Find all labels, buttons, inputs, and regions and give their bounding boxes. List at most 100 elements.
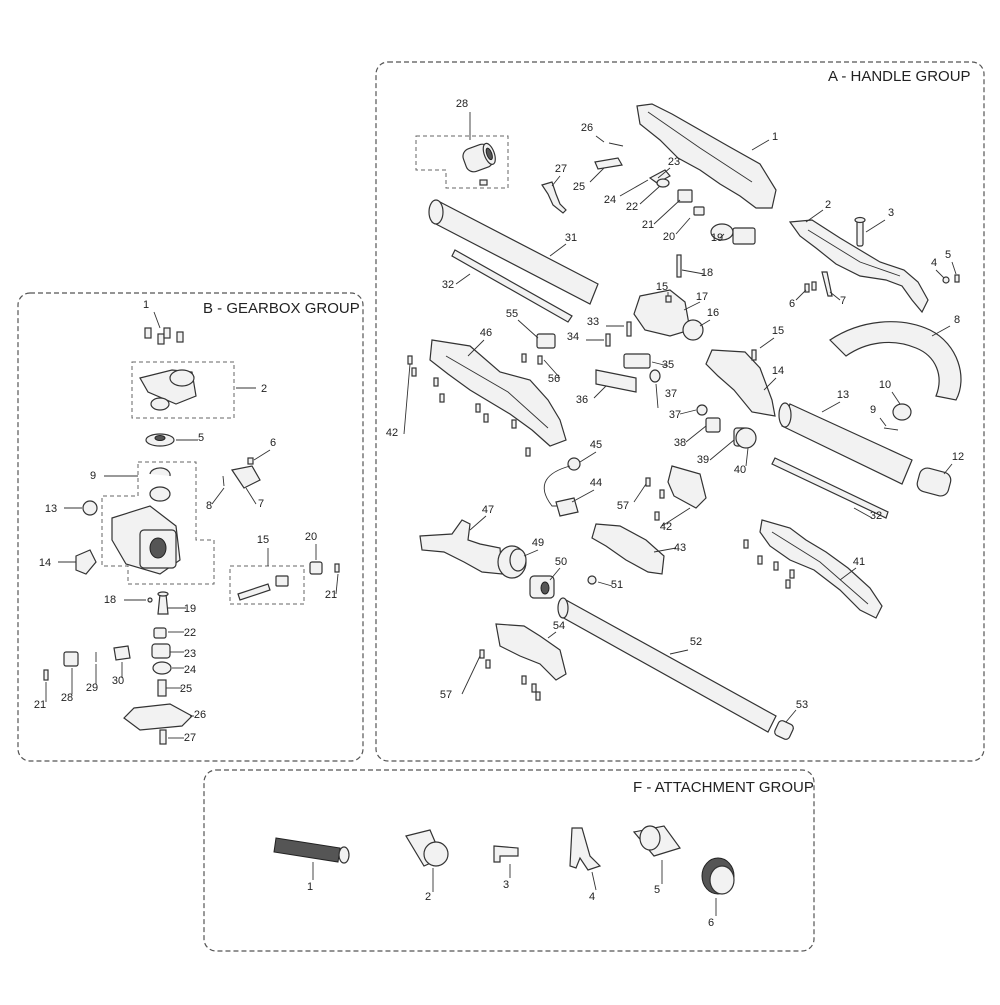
- gearbox-callout-o-ring-part: 13: [45, 503, 57, 515]
- handle-callout-leader: [935, 269, 945, 279]
- attachment-group-box: [203, 769, 815, 952]
- handle-callout-tube-part: 31: [565, 232, 577, 244]
- handle-callout-leader: [657, 167, 671, 179]
- attachment-callout-sleeve-part: 2: [425, 891, 431, 903]
- handle-callout-screw-part: 42: [386, 427, 398, 439]
- gearbox-callout-screw-part: 21: [34, 699, 46, 711]
- gearbox-callout-pin-part: 29: [86, 682, 98, 694]
- gearbox-callout-screw-part: 6: [270, 437, 276, 449]
- handle-callout-washer-part: 4: [931, 257, 937, 269]
- handle-callout-leader: [853, 507, 873, 519]
- handle-callout-wire-part: 27: [555, 163, 567, 175]
- handle-group-box: [375, 61, 985, 762]
- gearbox-callout-block-part: 20: [305, 531, 317, 543]
- handle-callout-end-cap-part: 12: [952, 451, 964, 463]
- handle-callout-leader: [675, 217, 691, 235]
- handle-callout-leader: [517, 319, 539, 339]
- handle-callout-clamp-part: 10: [879, 379, 891, 391]
- handle-callout-leader: [805, 209, 824, 223]
- handle-callout-leader: [461, 655, 481, 695]
- handle-callout-leader: [759, 337, 775, 349]
- handle-callout-shaft-part: 32: [442, 279, 454, 291]
- handle-callout-leader: [679, 409, 697, 415]
- handle-callout-housing-half-part: 47: [482, 504, 494, 516]
- gearbox-callout-leader: [335, 573, 339, 595]
- handle-callout-block-part: 20: [663, 231, 675, 243]
- handle-callout-leader: [891, 391, 901, 405]
- handle-callout-leader: [639, 185, 661, 205]
- handle-callout-housing-part: 49: [532, 537, 544, 549]
- handle-callout-leader: [709, 439, 735, 461]
- handle-callout-pin-part: 34: [567, 331, 579, 343]
- handle-callout-housing-half-part: 55: [506, 308, 518, 320]
- handle-callout-plate-part: 36: [576, 394, 588, 406]
- handle-callout-spring-part: 23: [668, 156, 680, 168]
- attachment-callout-screwdriver-part: 4: [589, 891, 595, 903]
- gearbox-group-title: B - GEARBOX GROUP: [203, 300, 360, 317]
- gearbox-callout-bushing-part: 23: [184, 648, 196, 660]
- handle-callout-switch-part: 21: [642, 219, 654, 231]
- handle-callout-screw-part: 15: [772, 325, 784, 337]
- gearbox-callout-circlip-part: 9: [90, 470, 96, 482]
- handle-callout-leader: [593, 385, 607, 399]
- handle-callout-leader: [589, 167, 605, 183]
- handle-callout-leader: [795, 289, 807, 301]
- handle-group-parts: [407, 103, 962, 740]
- handle-callout-collar-part: 50: [555, 556, 567, 568]
- handle-callout-leader: [661, 507, 691, 527]
- handle-callout-leader: [683, 301, 701, 311]
- handle-callout-cover-part: 43: [674, 542, 686, 554]
- handle-callout-leader: [619, 179, 649, 197]
- handle-callout-pin-part: 26: [581, 122, 593, 134]
- handle-callout-hose-part: 8: [954, 314, 960, 326]
- handle-callout-shaft-part: 32: [870, 510, 882, 522]
- handle-callout-screw-part: 57: [617, 500, 629, 512]
- gearbox-group-box: [17, 292, 364, 762]
- gearbox-callout-leader: [253, 449, 271, 461]
- handle-callout-spring-part: 24: [604, 194, 616, 206]
- gearbox-callout-spindle-part: 19: [184, 603, 196, 615]
- handle-callout-leader: [597, 581, 613, 587]
- handle-callout-collar-part: 51: [611, 579, 623, 591]
- gearbox-callout-leader: [245, 487, 257, 505]
- handle-callout-leader: [653, 199, 681, 225]
- handle-callout-leader: [839, 567, 857, 581]
- gearbox-callout-bracket-part: 7: [258, 498, 264, 510]
- handle-callout-screw-part: 57: [440, 689, 452, 701]
- handle-callout-leader: [655, 383, 659, 409]
- handle-callout-plug-part: 45: [590, 439, 602, 451]
- handle-callout-leader: [547, 631, 557, 639]
- handle-callout-leader: [549, 243, 567, 257]
- handle-callout-knob-part: 38: [674, 437, 686, 449]
- gearbox-callout-guard-part: 14: [39, 557, 51, 569]
- handle-callout-tube-part: 53: [796, 699, 808, 711]
- attachment-callout-leader: [591, 871, 597, 891]
- gearbox-callout-leader: [211, 487, 225, 505]
- gearbox-callout-screw-part: 1: [143, 299, 149, 311]
- handle-callout-knob-cap-part: 40: [734, 464, 746, 476]
- handle-callout-bracket-part: 35: [662, 359, 674, 371]
- handle-callout-housing-half-part: 41: [853, 556, 865, 568]
- handle-callout-leader: [651, 361, 669, 367]
- gearbox-callout-spring-part: 30: [112, 675, 124, 687]
- handle-callout-housing-part: 44: [590, 477, 602, 489]
- handle-callout-leader: [719, 233, 725, 239]
- handle-callout-handle-half-part: 2: [825, 199, 831, 211]
- handle-callout-trigger-part: 25: [573, 181, 585, 193]
- handle-callout-leader: [751, 139, 770, 151]
- handle-callout-leader: [543, 359, 561, 379]
- handle-callout-ball-part: 52: [690, 636, 702, 648]
- attachment-callout-knob-part: 6: [708, 917, 714, 929]
- handle-callout-leader: [579, 451, 597, 463]
- handle-callout-leader: [951, 261, 957, 275]
- handle-callout-screw-part: 15: [656, 281, 668, 293]
- handle-callout-screw-part: 42: [660, 521, 672, 533]
- handle-callout-leader: [829, 291, 841, 301]
- handle-callout-leader: [763, 377, 777, 391]
- attachment-callout-coupler-part: 5: [654, 884, 660, 896]
- handle-callout-leader: [879, 417, 887, 427]
- gearbox-callout-bolt-part: 25: [180, 683, 192, 695]
